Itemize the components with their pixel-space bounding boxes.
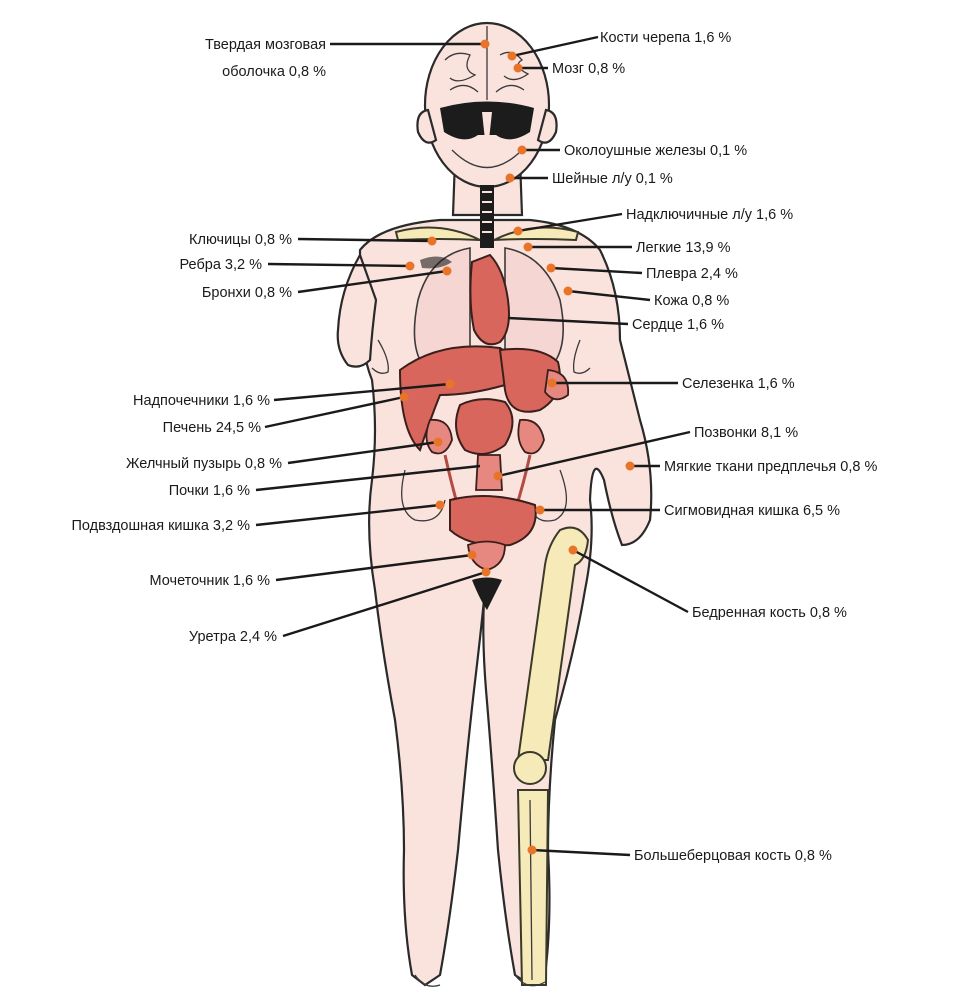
label-forearm: Мягкие ткани предплечья 0,8 % [664, 459, 877, 475]
label-femur: Бедренная кость 0,8 % [692, 605, 847, 621]
label-liver: Печень 24,5 % [163, 420, 261, 436]
label-dura-line1: Твердая мозговая [205, 37, 326, 53]
label-bronchi: Бронхи 0,8 % [202, 285, 292, 301]
label-adrenals: Надпочечники 1,6 % [133, 393, 270, 409]
label-ileum: Подвздошная кишка 3,2 % [71, 518, 250, 534]
label-vertebrae: Позвонки 8,1 % [694, 425, 798, 441]
label-dura-line2: оболочка 0,8 % [222, 64, 326, 80]
label-cervical-ln: Шейные л/у 0,1 % [552, 171, 673, 187]
tibia [518, 790, 548, 985]
label-sigmoid: Сигмовидная кишка 6,5 % [664, 503, 840, 519]
label-ribs: Ребра 3,2 % [180, 257, 263, 273]
label-skin: Кожа 0,8 % [654, 293, 729, 309]
label-clavicles: Ключицы 0,8 % [189, 232, 292, 248]
label-brain: Мозг 0,8 % [552, 61, 625, 77]
label-supraclav-ln: Надключичные л/у 1,6 % [626, 207, 793, 223]
label-parotid: Околоушные железы 0,1 % [564, 143, 747, 159]
intestines [456, 399, 513, 454]
label-skull: Кости черепа 1,6 % [600, 30, 731, 46]
label-urethra: Уретра 2,4 % [189, 629, 277, 645]
label-kidneys: Почки 1,6 % [169, 483, 250, 499]
label-ureter: Мочеточник 1,6 % [150, 573, 271, 589]
label-tibia: Большеберцовая кость 0,8 % [634, 848, 832, 864]
label-heart: Сердце 1,6 % [632, 317, 724, 333]
label-lungs: Легкие 13,9 % [636, 240, 731, 256]
body-figure [338, 23, 652, 986]
label-pleura: Плевра 2,4 % [646, 266, 738, 282]
label-gallbladder: Желчный пузырь 0,8 % [126, 456, 282, 472]
label-spleen: Селезенка 1,6 % [682, 376, 795, 392]
